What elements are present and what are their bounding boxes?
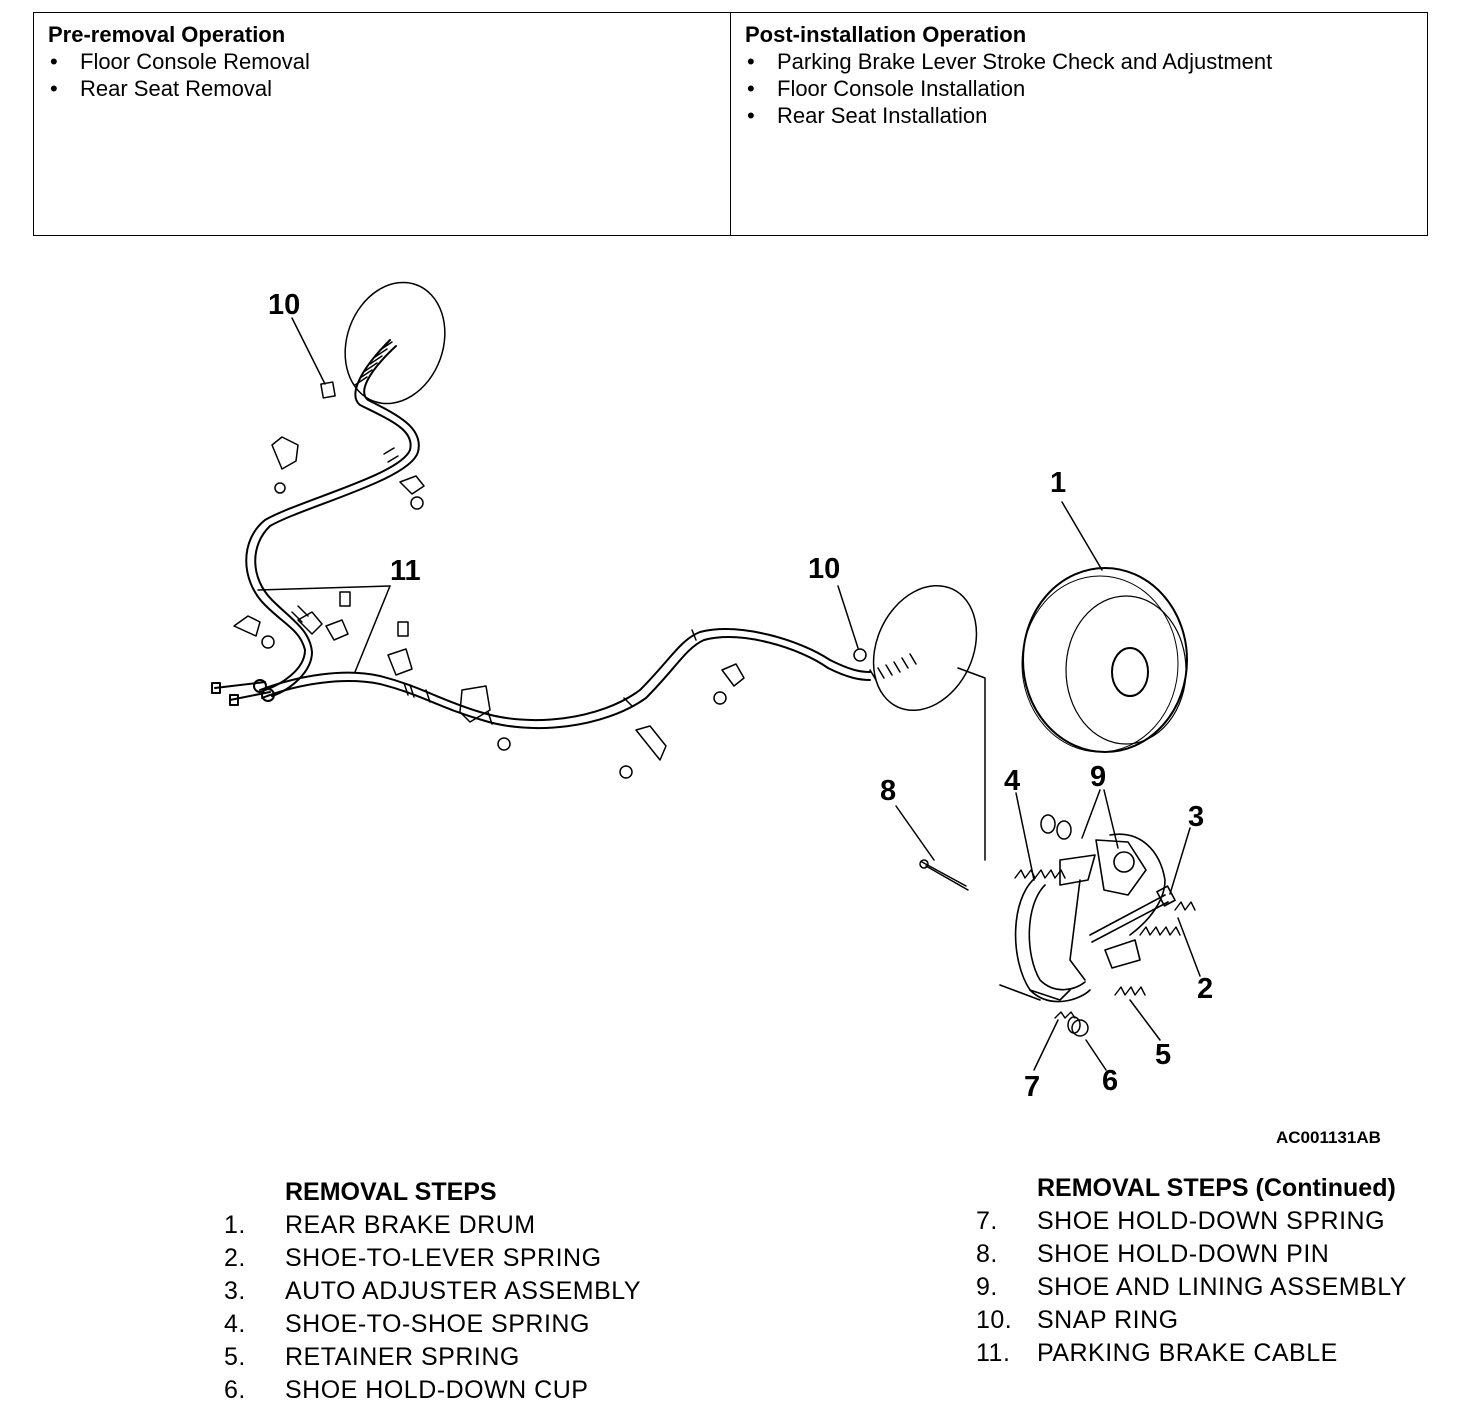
step-number: 11. — [976, 1339, 1011, 1367]
post-installation-list: Parking Brake Lever Stroke Check and Adj… — [745, 48, 1427, 129]
callout-2: 2 — [1197, 973, 1213, 1005]
step-label: SHOE HOLD-DOWN PIN — [1037, 1240, 1330, 1268]
callout-11: 11 — [390, 555, 421, 587]
callout-5: 5 — [1155, 1039, 1171, 1071]
removal-steps-continued: REMOVAL STEPS (Continued) 7. SHOE HOLD-DO… — [976, 1172, 1407, 1370]
pre-removal-list: Floor Console Removal Rear Seat Removal — [48, 48, 730, 102]
step-number: 2. — [224, 1244, 246, 1272]
callout-labels: 10 11 10 1 8 4 9 3 2 5 6 7 — [268, 289, 1213, 1103]
parking-brake-cable-upper — [245, 339, 420, 697]
removal-step: 9. SHOE AND LINING ASSEMBLY — [976, 1271, 1407, 1304]
removal-step: 5. RETAINER SPRING — [224, 1341, 641, 1374]
pre-removal-cell: Pre-removal Operation Floor Console Remo… — [34, 13, 731, 235]
removal-steps: REMOVAL STEPS 1. REAR BRAKE DRUM 2. SHOE-T… — [224, 1176, 641, 1407]
removal-steps-continued-title: REMOVAL STEPS (Continued) — [1037, 1174, 1396, 1202]
removal-steps-title: REMOVAL STEPS — [285, 1178, 497, 1206]
step-number: 3. — [224, 1277, 246, 1305]
step-number: 8. — [976, 1240, 998, 1268]
post-installation-item: Floor Console Installation — [745, 75, 1427, 102]
removal-step: 2. SHOE-TO-LEVER SPRING — [224, 1242, 641, 1275]
post-installation-item: Parking Brake Lever Stroke Check and Adj… — [745, 48, 1427, 75]
callout-leaders — [257, 317, 1201, 1071]
post-installation-item: Rear Seat Installation — [745, 102, 1427, 129]
step-number: 7. — [976, 1207, 998, 1235]
step-label: SHOE-TO-LEVER SPRING — [285, 1244, 602, 1272]
step-number: 5. — [224, 1343, 246, 1371]
figure-id: AC001131AB — [1276, 1128, 1381, 1147]
callout-1: 1 — [1050, 467, 1066, 499]
detail-circle-upper — [344, 281, 446, 405]
pre-removal-heading: Pre-removal Operation — [48, 22, 286, 47]
callout-10-middle: 10 — [808, 553, 840, 585]
removal-step: 8. SHOE HOLD-DOWN PIN — [976, 1238, 1407, 1271]
removal-step: 10. SNAP RING — [976, 1304, 1407, 1337]
post-installation-heading: Post-installation Operation — [745, 22, 1027, 47]
callout-7: 7 — [1024, 1071, 1040, 1103]
removal-step: 11. PARKING BRAKE CABLE — [976, 1337, 1407, 1370]
removal-step: 6. SHOE HOLD-DOWN CUP — [224, 1374, 641, 1407]
callout-3: 3 — [1188, 801, 1204, 833]
step-number: 1. — [224, 1211, 246, 1239]
brake-springs — [1014, 869, 1196, 1019]
step-label: RETAINER SPRING — [285, 1343, 520, 1371]
callout-10-upper: 10 — [268, 289, 300, 321]
step-number: 4. — [224, 1310, 246, 1338]
removal-step: 4. SHOE-TO-SHOE SPRING — [224, 1308, 641, 1341]
parking-brake-cable-lower — [259, 628, 917, 730]
removal-step: 1. REAR BRAKE DRUM — [224, 1209, 641, 1242]
step-label: SHOE-TO-SHOE SPRING — [285, 1310, 590, 1338]
step-label: PARKING BRAKE CABLE — [1037, 1339, 1338, 1367]
cable-end-fittings — [211, 679, 275, 706]
removal-step: 7. SHOE HOLD-DOWN SPRING — [976, 1205, 1407, 1238]
operations-table: Pre-removal Operation Floor Console Remo… — [33, 12, 1428, 236]
callout-4: 4 — [1004, 765, 1020, 797]
removal-step: 3. AUTO ADJUSTER ASSEMBLY — [224, 1275, 641, 1308]
pre-removal-item: Rear Seat Removal — [48, 75, 730, 102]
brake-shoe-assembly — [999, 833, 1176, 1003]
callout-6: 6 — [1102, 1065, 1118, 1097]
step-label: SHOE AND LINING ASSEMBLY — [1037, 1273, 1407, 1301]
post-installation-cell: Post-installation Operation Parking Brak… — [731, 13, 1427, 235]
step-label: REAR BRAKE DRUM — [285, 1211, 536, 1239]
hold-down-parts — [919, 814, 1089, 1037]
step-label: SNAP RING — [1037, 1306, 1179, 1334]
detail-circle-middle — [872, 584, 978, 712]
step-number: 9. — [976, 1273, 998, 1301]
rear-brake-drum — [1021, 567, 1188, 753]
step-label: SHOE HOLD-DOWN CUP — [285, 1376, 589, 1404]
step-number: 6. — [224, 1376, 246, 1404]
pre-removal-item: Floor Console Removal — [48, 48, 730, 75]
step-number: 10. — [976, 1306, 1013, 1334]
cable-clips — [233, 381, 867, 779]
callout-9: 9 — [1090, 761, 1106, 793]
step-label: SHOE HOLD-DOWN SPRING — [1037, 1207, 1386, 1235]
step-label: AUTO ADJUSTER ASSEMBLY — [285, 1277, 642, 1305]
callout-8: 8 — [880, 775, 896, 807]
